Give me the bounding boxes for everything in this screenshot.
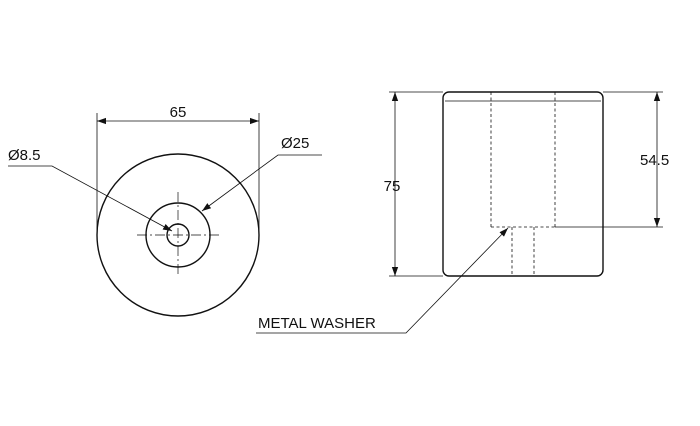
width-label: 65	[170, 104, 187, 121]
boss-leader	[201, 154, 322, 212]
depth-label: 54.5	[640, 152, 669, 169]
callout-leader	[256, 227, 509, 334]
front-view: 65 Ø8.5 Ø25	[8, 104, 322, 317]
side-view: 75 54.5	[384, 91, 669, 277]
callout-label: METAL WASHER	[258, 315, 376, 332]
hole-leader	[8, 165, 173, 232]
boss-label: Ø25	[281, 135, 309, 152]
hole-label: Ø8.5	[8, 147, 41, 164]
body-outline	[442, 91, 604, 277]
height-label: 75	[384, 178, 401, 195]
metal-washer-callout: METAL WASHER	[256, 227, 509, 334]
